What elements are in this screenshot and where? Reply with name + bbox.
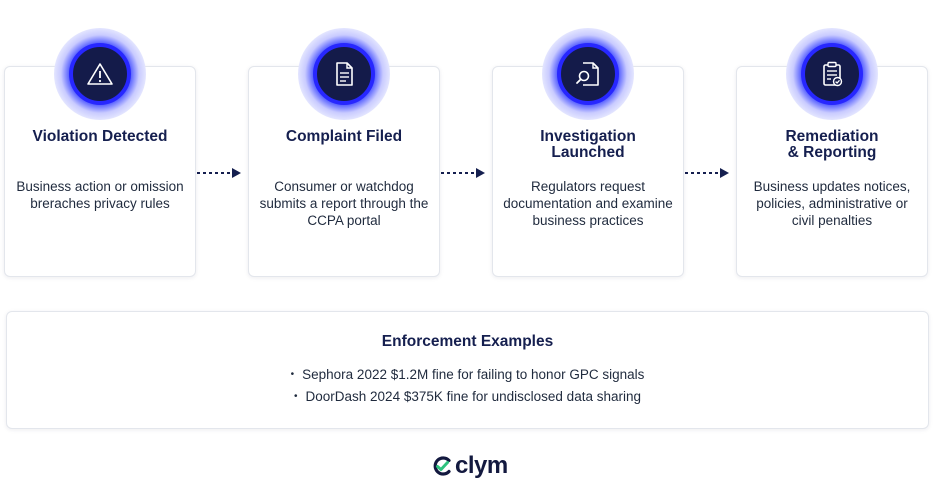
flow-arrow xyxy=(197,168,241,178)
list-item: • DoorDash 2024 $375K fine for undisclose… xyxy=(7,386,928,408)
warning-triangle-icon xyxy=(87,63,113,85)
step-title: Complaint Filed xyxy=(285,128,403,145)
brand-name: clym xyxy=(455,452,508,479)
flow-arrow xyxy=(441,168,485,178)
list-item: • Sephora 2022 $1.2M fine for failing to … xyxy=(7,364,928,386)
step-badge xyxy=(54,28,146,120)
clym-logo-icon xyxy=(433,456,451,476)
step-title: Remediation & Reporting xyxy=(785,128,879,161)
step-title: Violation Detected xyxy=(32,128,168,145)
clipboard-check-icon xyxy=(823,61,843,87)
enforcement-examples-panel: Enforcement Examples • Sephora 2022 $1.2M… xyxy=(6,311,929,429)
examples-list: • Sephora 2022 $1.2M fine for failing to … xyxy=(7,364,928,408)
example-text: Sephora 2022 $1.2M fine for failing to h… xyxy=(302,367,645,382)
document-icon xyxy=(336,62,353,86)
step-title: Investigation Launched xyxy=(540,128,636,161)
step-description: Business updates notices, policies, admi… xyxy=(753,179,911,228)
step-description: Regulators request documentation and exa… xyxy=(503,179,673,228)
clym-logo: clym xyxy=(431,452,508,480)
step-badge xyxy=(298,28,390,120)
step-badge xyxy=(542,28,634,120)
flow-arrow xyxy=(685,168,729,178)
step-badge xyxy=(786,28,878,120)
bullet-icon: • xyxy=(294,391,298,402)
search-document-icon xyxy=(576,62,599,86)
examples-title: Enforcement Examples xyxy=(381,333,554,350)
bullet-icon: • xyxy=(290,369,295,380)
step-description: Consumer or watchdog submits a report th… xyxy=(259,179,429,228)
step-description: Business action or omission breraches pr… xyxy=(16,179,184,211)
example-text: DoorDash 2024 $375K fine for undisclosed… xyxy=(305,389,641,404)
